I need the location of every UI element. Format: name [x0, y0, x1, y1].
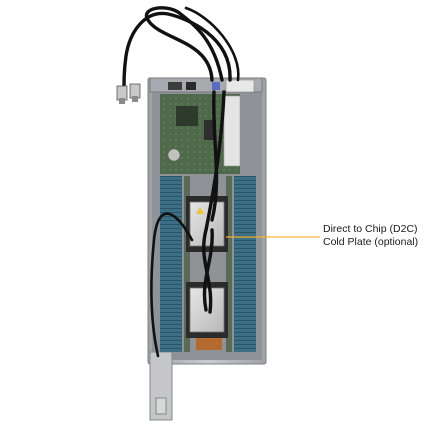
io-panel — [149, 77, 263, 93]
callout-label: Direct to Chip (D2C) Cold Plate (optiona… — [323, 223, 418, 248]
callout-line-1: Direct to Chip (D2C) — [323, 223, 418, 235]
coolant-tubes — [122, 6, 240, 358]
dimm-bank-left — [160, 176, 190, 352]
dimm-bank-right — [226, 176, 256, 352]
callout-line-2: Cold Plate (optional) — [323, 235, 419, 248]
quick-disconnect-fittings — [116, 83, 141, 104]
motherboard — [160, 94, 241, 174]
